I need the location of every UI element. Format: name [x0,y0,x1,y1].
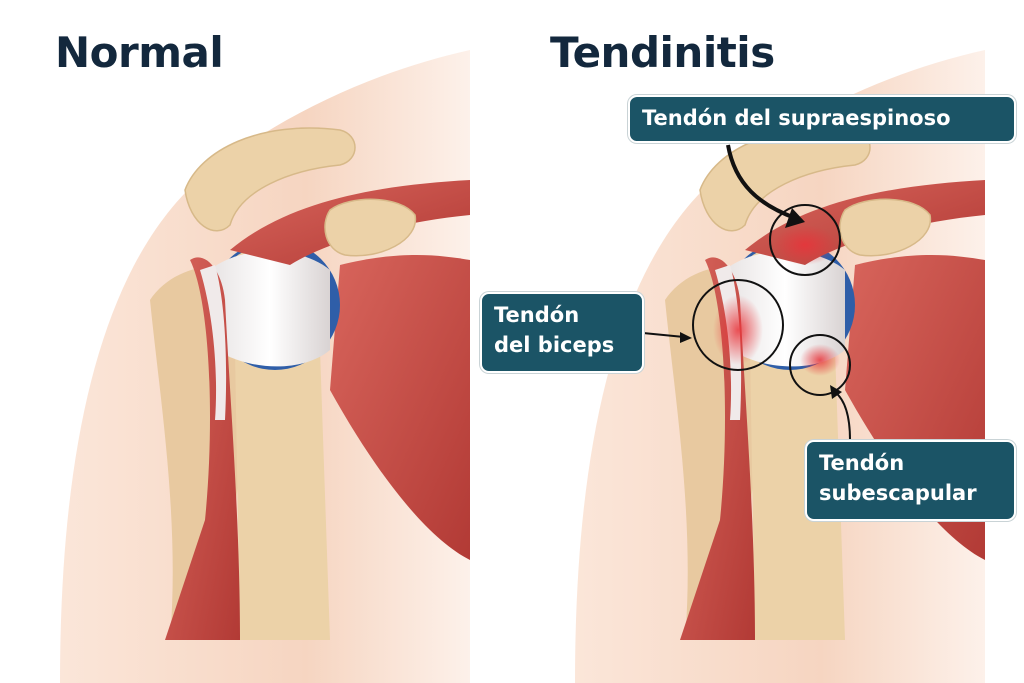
biceps-arrow [642,332,685,338]
normal-title: Normal [55,28,224,77]
biceps-label-line1: Tendón [494,303,580,327]
biceps-circle [692,279,784,371]
subscapularis-label-line1: Tendón [819,451,905,475]
supraspinatus-arrow [726,144,796,220]
subscapularis-arrowhead-icon [830,385,842,399]
supraspinatus-circle [769,204,841,276]
biceps-arrowhead-icon [680,332,692,343]
tendinitis-title: Tendinitis [550,28,775,77]
subscapularis-inflammation [800,344,840,376]
biceps-label-line2: del biceps [494,333,615,357]
normal-shoulder [59,49,471,683]
supraspinatus-inflammation [773,225,837,265]
biceps-inflammation [713,295,763,365]
subscapularis-label: Tendón subescapular [805,440,1016,521]
supraspinatus-arrowhead-icon [785,208,805,228]
subscapularis-circle [789,334,851,396]
biceps-label: Tendón del biceps [480,292,644,373]
supraspinatus-label: Tendón del supraespinoso [628,95,1016,143]
subscapularis-label-line2: subescapular [819,481,977,505]
